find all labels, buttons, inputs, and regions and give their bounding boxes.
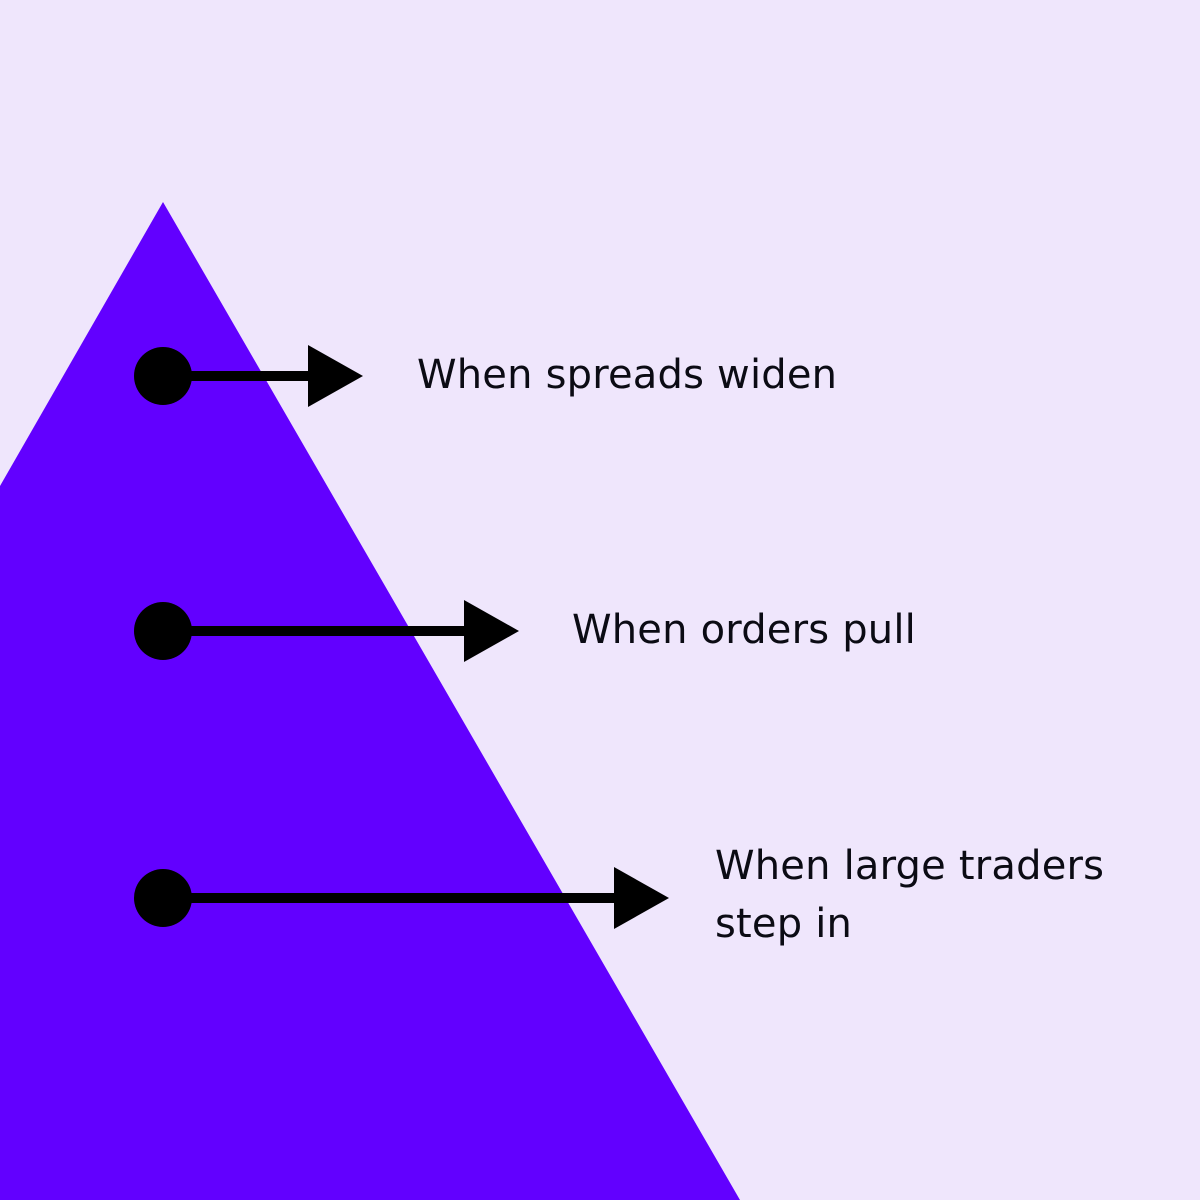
arrow-line-2 [163,626,469,636]
arrow-3 [134,867,669,929]
arrow-head-1 [308,345,363,407]
label-orders-pull: When orders pull [572,607,916,653]
triangle-shape [0,202,740,1200]
arrow-2 [134,600,519,662]
label-large-traders: When large traders step in [715,843,1105,947]
arrow-head-2 [464,600,519,662]
arrow-1 [134,345,363,407]
arrow-line-1 [163,371,313,381]
arrow-line-3 [163,893,619,903]
label-spreads-widen: When spreads widen [417,352,838,398]
arrow-head-3 [614,867,669,929]
